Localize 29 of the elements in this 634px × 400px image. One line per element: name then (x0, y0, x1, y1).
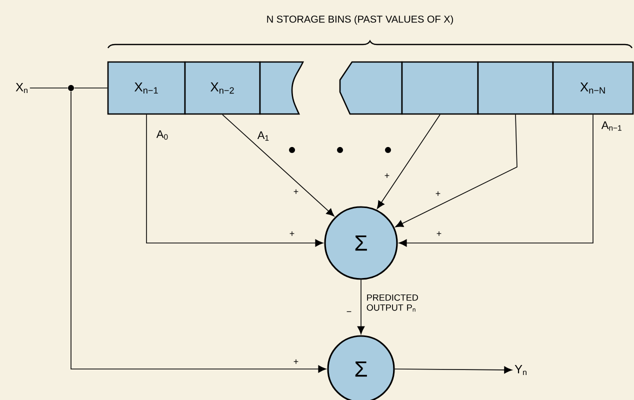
edge-label: A$_{1}$ (257, 131, 269, 141)
storage-cell: X$_{n−N}$ (552, 61, 634, 115)
arrow (376, 114, 440, 209)
heading: N STORAGE BINS (PAST VALUES OF X) (267, 15, 454, 25)
broken-storage-cell (259, 61, 304, 115)
arrow (395, 114, 518, 228)
arrow (146, 114, 324, 247)
arrow (394, 366, 512, 374)
sign-label: + (290, 231, 294, 236)
arrow (222, 114, 334, 216)
arrow (70, 91, 326, 373)
storage-cell: X$_{n−2}$ (184, 61, 261, 115)
sign-label: + (294, 189, 298, 194)
edge-label: PREDICTED OUTPUT P$_{n}$ (366, 294, 418, 312)
sign-label: + (436, 231, 442, 236)
arrow (357, 279, 365, 334)
storage-cell (477, 61, 554, 115)
edge-label: A$_{n−1}$ (601, 121, 622, 131)
sign-label: + (436, 191, 440, 196)
signal-label: Y$_{n}$ (514, 364, 526, 376)
storage-cell (401, 61, 479, 115)
sign-label: + (294, 359, 298, 364)
broken-storage-cell (339, 61, 403, 115)
signal-label: X$_{n}$ (16, 82, 28, 94)
sign-label: − (346, 311, 352, 312)
edge-label: A$_{0}$ (156, 130, 168, 140)
arrow (398, 114, 594, 247)
sign-label: + (384, 173, 390, 178)
storage-cell: X$_{n−1}$ (107, 61, 186, 115)
